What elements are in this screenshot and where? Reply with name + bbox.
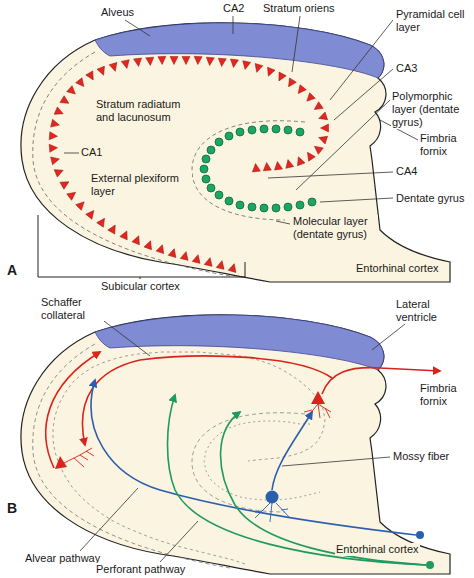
layer-boundary (192, 413, 305, 512)
layer-boundary (33, 52, 230, 276)
hippocampus-outline (21, 23, 450, 282)
pathway-label: Perforant pathway (95, 563, 186, 576)
part-label: Alveus (100, 6, 135, 19)
blue-pathways (91, 380, 424, 539)
panel-letter: A (6, 262, 18, 278)
layer-label: Molecular layer (dentate gyrus) (292, 215, 378, 241)
region-label: CA2 (222, 2, 245, 15)
pathway-label: Alvear pathway (24, 552, 101, 565)
alveus-band (95, 23, 384, 78)
region-label: CA1 (80, 146, 103, 159)
region-label: Dentate gyrus (395, 192, 465, 205)
region-label: Entorhinal cortex (335, 543, 420, 556)
region-label: Entorhinal cortex (355, 262, 440, 275)
panel-b-drawing (21, 315, 450, 574)
perforant-lines (168, 395, 435, 569)
layer-boundary (192, 121, 305, 220)
panel-letter: B (6, 500, 18, 516)
leader-lines (80, 318, 405, 562)
ventricle-band (95, 315, 384, 370)
layer-label: Pyramidal cell layer (395, 8, 467, 34)
panel-a-drawing (21, 16, 450, 282)
layer-label: Stratum oriens (262, 2, 336, 15)
layer-boundary (33, 344, 230, 568)
part-label: Fimbria fornix (419, 382, 471, 408)
region-label: Subicular cortex (100, 280, 181, 293)
bracket (38, 215, 245, 279)
pathway-label: Mossy fiber (392, 450, 450, 463)
pyramidal-cells (53, 60, 325, 272)
layer-label: Polymorphic layer (dentate gyrus) (391, 90, 471, 129)
leader-lines (64, 16, 418, 224)
part-label: Lateral ventricle (395, 298, 467, 324)
region-label: CA4 (395, 165, 418, 178)
layer-label: External plexiform layer (90, 172, 192, 198)
granule-cells (204, 129, 320, 208)
hippocampus-outline (21, 315, 450, 574)
part-label: Fimbria fornix (419, 132, 471, 158)
region-label: CA3 (395, 62, 418, 75)
pathway-label: Schaffer collateral (40, 296, 104, 322)
layer-label: Stratum radiatum and lacunosum (95, 98, 197, 124)
